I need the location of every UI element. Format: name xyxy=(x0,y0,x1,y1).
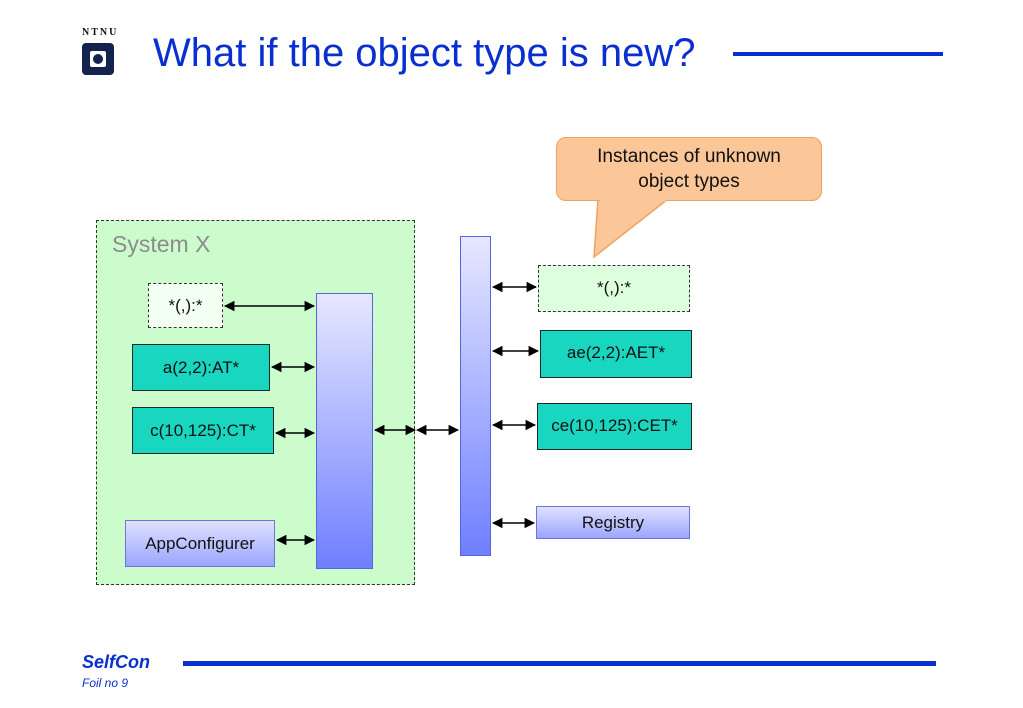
callout-bubble: Instances of unknown object types xyxy=(556,137,822,201)
footer-foil-number: Foil no 9 xyxy=(82,676,129,690)
system-wildcard-node: *(,):* xyxy=(148,283,223,328)
node-ce-cet: ce(10,125):CET* xyxy=(537,403,692,450)
callout-line-1: Instances of unknown xyxy=(597,146,781,167)
slide-title: What if the object type is new? xyxy=(153,31,696,75)
footer-title: SelfCon xyxy=(82,652,151,672)
registry-node: Registry xyxy=(536,506,690,539)
node-a-at: a(2,2):AT* xyxy=(132,344,270,391)
app-configurer-node: AppConfigurer xyxy=(125,520,275,567)
callout-line-2: object types xyxy=(638,171,740,192)
title-rule xyxy=(733,52,943,56)
system-bus-bar xyxy=(316,293,373,569)
network-bus-bar xyxy=(460,236,491,556)
node-c-ct: c(10,125):CT* xyxy=(132,407,274,454)
system-x-label: System X xyxy=(112,231,211,257)
footer-rule xyxy=(183,661,936,666)
ntnu-logo-icon xyxy=(82,43,114,75)
node-ae-aet: ae(2,2):AET* xyxy=(540,330,692,378)
logo-wordmark: NTNU xyxy=(82,27,119,38)
external-wildcard-node: *(,):* xyxy=(538,265,690,312)
